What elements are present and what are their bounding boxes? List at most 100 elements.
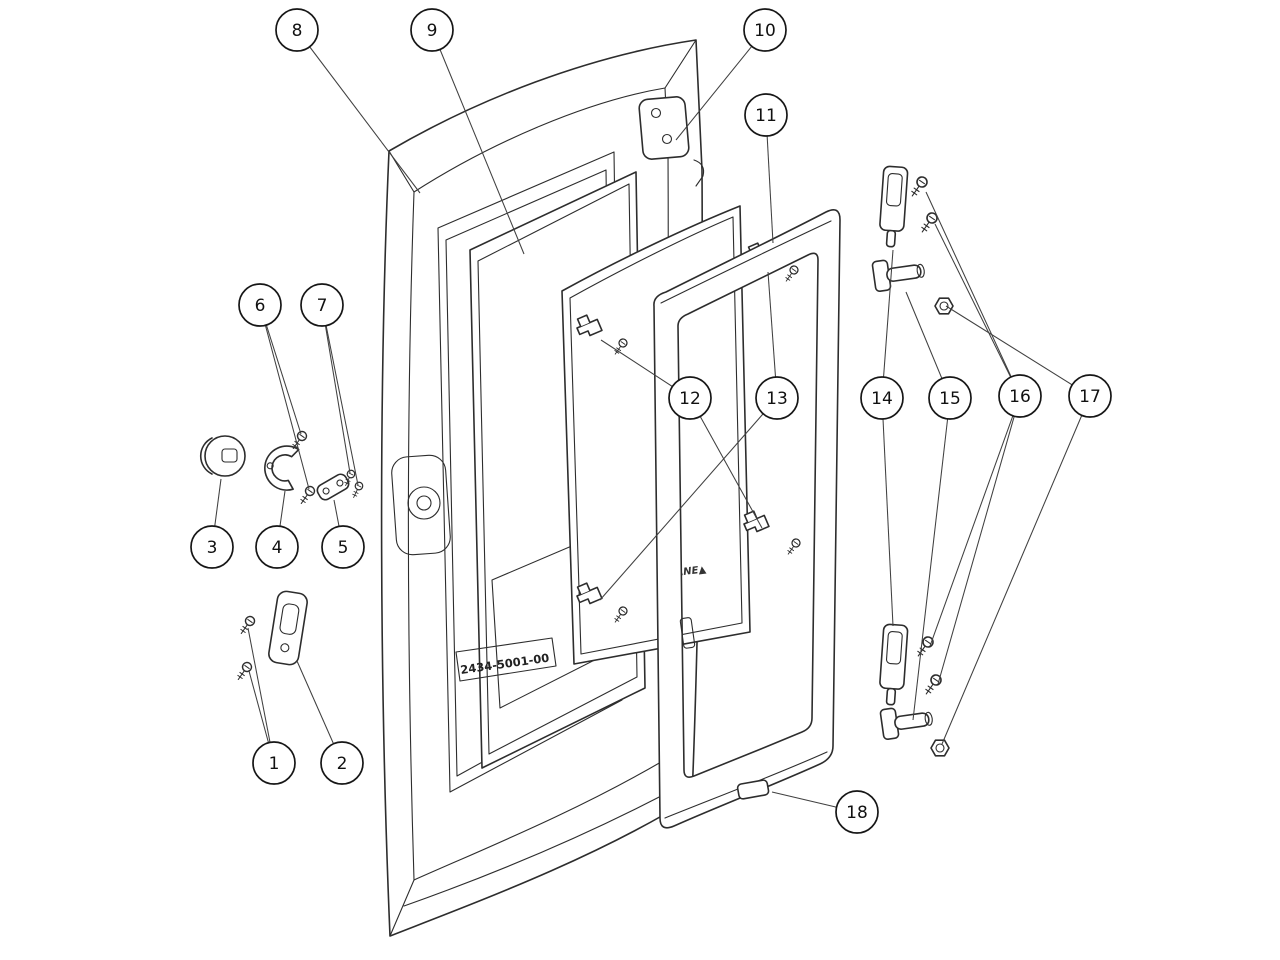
lock-hardware bbox=[199, 429, 365, 683]
callout-circle bbox=[755, 376, 799, 420]
leader-line-14 bbox=[881, 397, 894, 627]
callout-7: 7 bbox=[300, 283, 344, 327]
callout-circle bbox=[998, 374, 1042, 418]
callout-2: 2 bbox=[320, 741, 364, 785]
seal-frame-bottom-tab bbox=[736, 779, 770, 800]
liner-inner-line bbox=[477, 183, 638, 755]
shell-bottom-wall bbox=[403, 783, 685, 907]
callout-label: 15 bbox=[939, 389, 961, 409]
callout-label: 16 bbox=[1009, 387, 1031, 407]
callout-circle bbox=[255, 525, 299, 569]
clip-screw-icon bbox=[782, 263, 801, 285]
small-bracket-plate bbox=[316, 473, 350, 501]
striker-plate bbox=[268, 590, 308, 666]
leader-line-1 bbox=[247, 627, 275, 764]
hinge-hardware bbox=[871, 165, 954, 757]
callout-label: 6 bbox=[255, 296, 266, 316]
callout-circle bbox=[1068, 374, 1112, 418]
shell-corner-edge bbox=[389, 879, 415, 937]
callout-circle bbox=[410, 8, 454, 52]
callout-16: 16 bbox=[998, 374, 1042, 418]
screw-icon bbox=[236, 614, 257, 637]
callout-label: 1 bbox=[269, 754, 280, 774]
callout-circle bbox=[743, 8, 787, 52]
seal-frame-profile bbox=[660, 220, 832, 304]
callout-10: 10 bbox=[743, 8, 787, 52]
callout-label: 8 bbox=[292, 21, 303, 41]
seal-frame-notch bbox=[679, 617, 696, 649]
callout-circle bbox=[928, 376, 972, 420]
callout-label: 17 bbox=[1079, 387, 1101, 407]
callout-label: 14 bbox=[871, 389, 893, 409]
callout-12: 12 bbox=[668, 376, 712, 420]
hinge-pin-top bbox=[871, 259, 925, 292]
cam-plate bbox=[264, 445, 300, 491]
hex-nut-icon bbox=[934, 297, 954, 315]
leader-line-9 bbox=[431, 29, 525, 255]
inner-door-inner-line bbox=[569, 216, 743, 655]
leader-line-6 bbox=[259, 304, 302, 435]
callout-13: 13 bbox=[755, 376, 799, 420]
callout-1: 1 bbox=[252, 741, 296, 785]
hinge-block-bottom bbox=[879, 623, 909, 706]
leader-line-17 bbox=[945, 305, 1091, 397]
seal-frame-ring bbox=[653, 209, 841, 829]
callout-label: 3 bbox=[207, 538, 218, 558]
callout-circle bbox=[190, 525, 234, 569]
screw-icon bbox=[296, 484, 317, 507]
leader-line-13 bbox=[599, 397, 778, 601]
callout-circle bbox=[238, 283, 282, 327]
leader-line-14 bbox=[881, 249, 894, 399]
callout-circle bbox=[321, 525, 365, 569]
door-seal-frame bbox=[653, 209, 841, 829]
callout-label: 2 bbox=[337, 754, 348, 774]
hinge-pin-bottom bbox=[879, 707, 933, 740]
callout-label: 18 bbox=[846, 803, 868, 823]
callout-label: 5 bbox=[338, 538, 349, 558]
leader-line-7 bbox=[321, 304, 359, 486]
callout-17: 17 bbox=[1068, 374, 1112, 418]
callout-label: 12 bbox=[679, 389, 701, 409]
clip-screw-icon bbox=[784, 536, 803, 558]
callout-label: 11 bbox=[755, 106, 777, 126]
leader-line-16 bbox=[925, 191, 1021, 397]
handle-cutout bbox=[391, 454, 451, 556]
lock-knob bbox=[199, 435, 246, 477]
hex-nut-icon bbox=[930, 739, 950, 757]
screw-icon bbox=[233, 660, 254, 683]
leader-line-12 bbox=[689, 397, 763, 529]
callout-label: 10 bbox=[754, 21, 776, 41]
callout-18: 18 bbox=[835, 790, 879, 834]
leader-line-16 bbox=[929, 395, 1021, 647]
leader-line-8 bbox=[296, 29, 421, 194]
callout-8: 8 bbox=[275, 8, 319, 52]
top-hinge-plate bbox=[638, 96, 705, 187]
callout-label: 7 bbox=[317, 296, 328, 316]
callout-circle bbox=[668, 376, 712, 420]
callout-circle bbox=[835, 790, 879, 834]
leader-line-16 bbox=[934, 223, 1021, 397]
leader-line-7 bbox=[321, 304, 351, 474]
screw-icon bbox=[349, 480, 365, 500]
callout-9: 9 bbox=[410, 8, 454, 52]
hinge-screw-icon bbox=[913, 634, 936, 660]
callout-circle bbox=[252, 741, 296, 785]
leader-line-17 bbox=[941, 395, 1091, 745]
leader-line-15 bbox=[912, 397, 951, 721]
callout-5: 5 bbox=[321, 525, 365, 569]
callout-circle bbox=[744, 93, 788, 137]
callout-circle bbox=[275, 8, 319, 52]
callout-11: 11 bbox=[744, 93, 788, 137]
leader-line-16 bbox=[937, 395, 1021, 685]
leader-line-10 bbox=[675, 29, 766, 141]
callout-circle bbox=[300, 283, 344, 327]
hinge-block-top bbox=[879, 165, 909, 248]
callout-6: 6 bbox=[238, 283, 282, 327]
callout-label: 13 bbox=[766, 389, 788, 409]
brand-logo: ANE▲ bbox=[674, 564, 707, 579]
callout-14: 14 bbox=[860, 376, 904, 420]
callout-15: 15 bbox=[928, 376, 972, 420]
callout-label: 9 bbox=[427, 21, 438, 41]
